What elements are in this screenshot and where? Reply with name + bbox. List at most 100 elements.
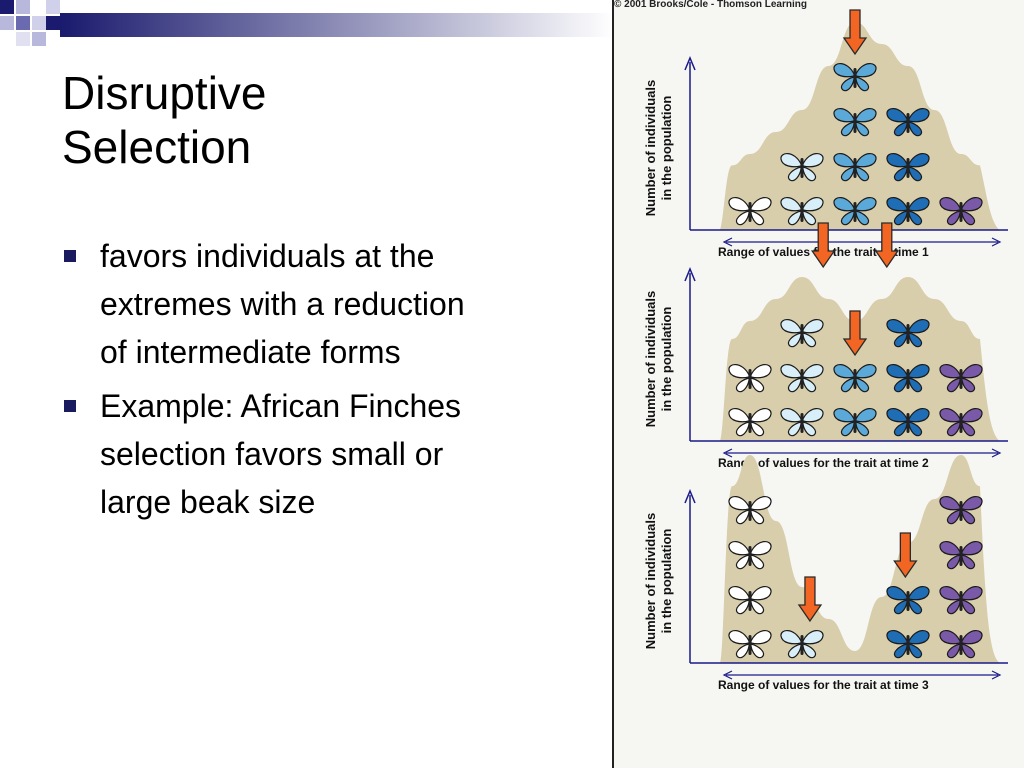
butterfly-wing [939,541,961,556]
butterfly-body [748,501,752,521]
butterfly-wing [855,108,877,123]
butterfly-icon [728,496,772,525]
butterfly-body [800,369,804,389]
butterfly-body [748,635,752,655]
y-axis-arrowhead [684,267,696,282]
square-bullet-icon [64,250,76,262]
butterfly-body [906,158,910,178]
butterfly-wing [886,408,908,423]
butterfly-icon [939,364,983,393]
butterfly-wing [750,643,765,659]
butterfly-wing [961,210,976,226]
butterfly-wing [735,643,750,659]
butterfly-wing [908,586,930,601]
slide-title-line1: Disruptive [62,67,267,119]
butterfly-wing [893,377,908,393]
arrow-shape [842,310,868,357]
butterfly-icon [886,630,930,659]
selection-arrow [893,532,918,579]
butterfly-body [748,369,752,389]
butterfly-wing [802,166,817,182]
butterfly-wing [802,630,824,645]
butterfly-wing [946,509,961,525]
butterfly-icon [780,364,824,393]
bullet-item: favors individuals at the extremes with … [62,232,482,376]
butterfly-wing [728,630,750,645]
butterfly-wing [833,364,855,379]
butterfly-wing [750,509,765,525]
butterfly-wing [840,76,855,92]
butterfly-wing [780,408,802,423]
butterfly-wing [908,630,930,645]
butterfly-wing [728,496,750,511]
butterfly-wing [961,408,983,423]
butterfly-wing [802,210,817,226]
butterfly-wing [961,599,976,615]
butterfly-wing [802,377,817,393]
butterfly-wing [780,197,802,212]
butterfly-wing [961,364,983,379]
butterfly-icon [780,319,824,348]
arrow-shape [874,222,900,269]
butterfly-body [906,324,910,344]
butterfly-wing [939,496,961,511]
distribution-curve [720,455,1000,663]
butterfly-icon [886,108,930,137]
butterfly-wing [886,319,908,334]
butterfly-wing [750,377,765,393]
butterfly-wing [946,210,961,226]
butterfly-wing [855,63,877,78]
butterfly-wing [908,153,930,168]
butterfly-icon [780,197,824,226]
butterfly-icon [939,541,983,570]
butterfly-wing [840,166,855,182]
butterfly-wing [855,408,877,423]
butterfly-wing [750,364,772,379]
butterfly-wing [802,153,824,168]
butterfly-wing [833,408,855,423]
butterfly-wing [939,586,961,601]
butterfly-wing [802,319,824,334]
butterfly-wing [961,586,983,601]
butterfly-icon [886,319,930,348]
butterfly-wing [728,586,750,601]
butterfly-wing [840,210,855,226]
copyright-notice: © 2001 Brooks/Cole - Thomson Learning [614,0,807,10]
butterfly-wing [787,332,802,348]
range-arrowhead [991,448,1002,458]
butterfly-wing [750,496,772,511]
butterfly-wing [893,599,908,615]
butterfly-icon [886,364,930,393]
butterfly-icon [939,630,983,659]
butterfly-wing [840,121,855,137]
butterfly-body [906,113,910,133]
butterfly-body [906,635,910,655]
title-bar-decoration [0,0,614,46]
square-bullet-icon [64,400,76,412]
butterfly-icon [833,153,877,182]
butterfly-wing [961,554,976,570]
butterfly-body [959,546,963,566]
butterfly-body [959,591,963,611]
butterfly-wing [908,599,923,615]
butterfly-wing [893,643,908,659]
butterfly-wing [780,630,802,645]
arrow-shape [842,9,868,56]
butterfly-wing [855,197,877,212]
butterfly-icon [886,408,930,437]
butterfly-wing [840,377,855,393]
butterfly-body [748,546,752,566]
butterfly-wing [961,421,976,437]
butterfly-body [800,324,804,344]
butterfly-icon [728,197,772,226]
butterfly-wing [750,408,772,423]
butterfly-wing [961,377,976,393]
butterfly-wing [855,166,870,182]
butterfly-body [959,413,963,433]
butterfly-wing [939,630,961,645]
butterfly-wing [939,408,961,423]
selection-arrow [842,9,868,56]
butterfly-wing [886,586,908,601]
butterfly-icon [728,630,772,659]
butterfly-icon [833,63,877,92]
